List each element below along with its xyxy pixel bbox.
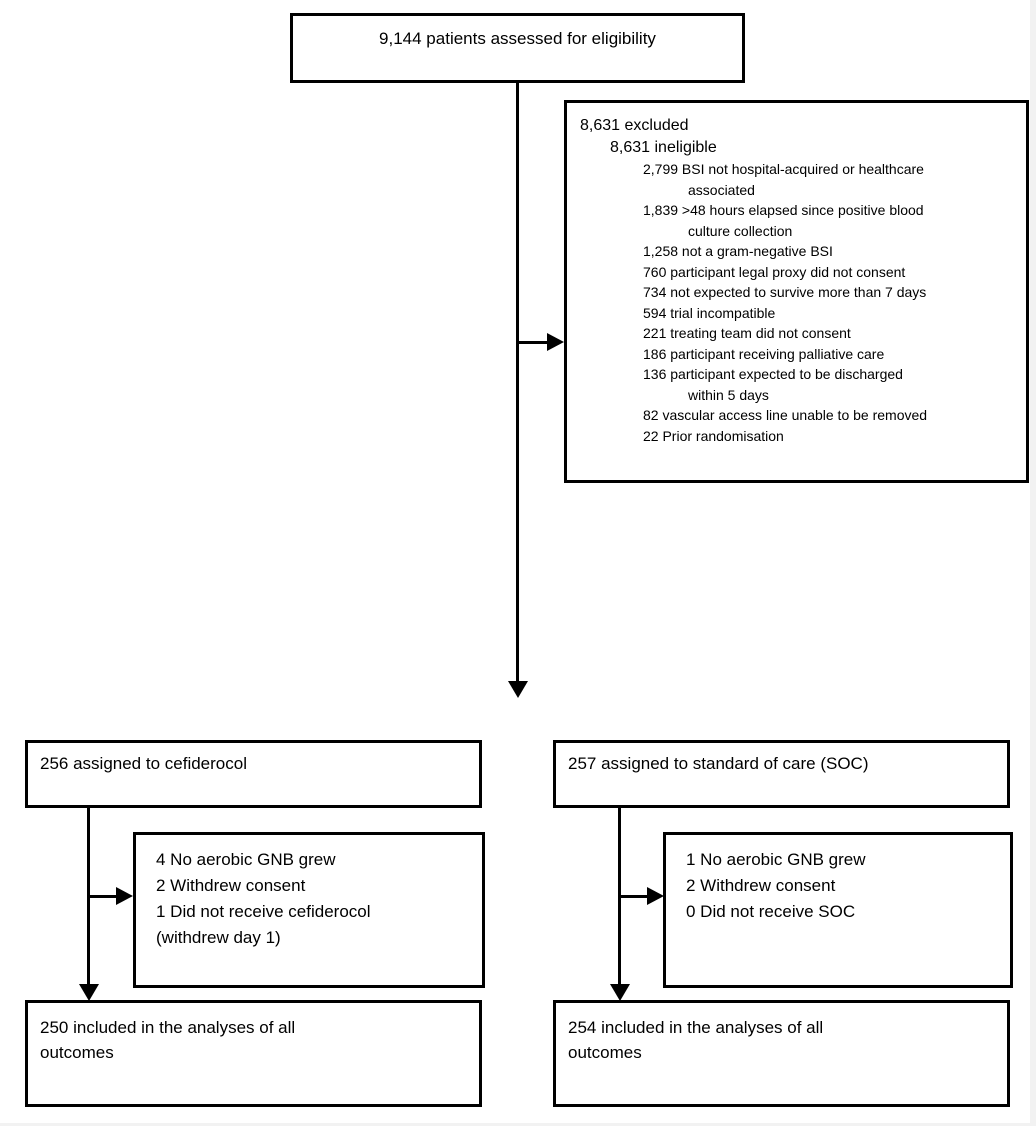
exclusion-reason-line: 1,258 not a gram-negative BSI bbox=[643, 243, 833, 259]
main-flow-line bbox=[516, 83, 519, 683]
outcome-text-line: 254 included in the analyses of all bbox=[568, 1015, 995, 1040]
exclusion-reason-line: associated bbox=[688, 181, 755, 198]
cefiderocol-deviations-list: 4 No aerobic GNB grew 2 Withdrew consent 1… bbox=[156, 847, 474, 951]
outcome-text-line-line: outcomes bbox=[568, 1043, 642, 1062]
deviation-item-line: 1 Did not receive cefiderocol bbox=[156, 902, 371, 921]
exclusion-reason: 734 not expected to survive more than 7 … bbox=[580, 282, 1020, 303]
cefiderocol-flow-arrowhead-icon bbox=[79, 984, 99, 1001]
exclusion-reason: 594 trial incompatible bbox=[580, 303, 1020, 324]
excluded-branch-line bbox=[518, 341, 548, 344]
deviation-item: 0 Did not receive SOC bbox=[686, 899, 1002, 925]
outcome-text-line: outcomes bbox=[40, 1040, 467, 1065]
deviation-item: 1 Did not receive cefiderocol (withdrew d… bbox=[156, 899, 474, 951]
soc-deviation-arrowhead-icon bbox=[647, 887, 664, 905]
exclusion-reason-line: within 5 days bbox=[688, 386, 769, 403]
exclusion-reason-line: 734 not expected to survive more than 7 … bbox=[643, 284, 927, 300]
outcome-text-line-line: 250 included in the analyses of all bbox=[40, 1018, 296, 1037]
eligibility-text: 9,144 patients assessed for eligibility bbox=[379, 29, 656, 48]
exclusion-reason: 136 participant expected to be discharge… bbox=[580, 364, 1020, 405]
soc-flow-line bbox=[618, 808, 621, 985]
deviation-item: 1 No aerobic GNB grew bbox=[686, 847, 1002, 873]
exclusion-reason-line: 221 treating team did not consent bbox=[643, 325, 851, 341]
soc-deviations-list: 1 No aerobic GNB grew 2 Withdrew consent 0… bbox=[686, 847, 1002, 925]
exclusion-reason-line: 2,799 BSI not hospital-acquired or healt… bbox=[643, 161, 924, 177]
page-bottom-edge bbox=[0, 1123, 1030, 1126]
exclusion-reason: 82 vascular access line unable to be rem… bbox=[580, 405, 1020, 426]
excluded-title: 8,631 excluded bbox=[580, 117, 689, 134]
deviation-item: 4 No aerobic GNB grew bbox=[156, 847, 474, 873]
exclusion-reason-line: 22 Prior randomisation bbox=[643, 427, 784, 444]
deviation-item-line: 2 Withdrew consent bbox=[156, 876, 306, 895]
soc-deviations-box: 1 No aerobic GNB grew 2 Withdrew consent 0… bbox=[663, 832, 1013, 988]
eligibility-box: 9,144 patients assessed for eligibility bbox=[290, 13, 745, 83]
soc-deviation-branch-line bbox=[620, 895, 648, 898]
outcome-text-line-line: 254 included in the analyses of all bbox=[568, 1018, 824, 1037]
cefiderocol-assigned-box: 256 assigned to cefiderocol bbox=[25, 740, 482, 808]
deviation-item-line: 1 No aerobic GNB grew bbox=[686, 850, 866, 869]
exclusion-reason-line: 1,839 >48 hours elapsed since positive b… bbox=[643, 202, 924, 218]
exclusion-reason: 760 participant legal proxy did not cons… bbox=[580, 262, 1020, 283]
exclusion-reason: 22 Prior randomisation bbox=[580, 426, 1020, 447]
exclusion-reason: 1,258 not a gram-negative BSI bbox=[580, 241, 1020, 262]
deviation-item: 2 Withdrew consent bbox=[156, 873, 474, 899]
exclusion-reason: 1,839 >48 hours elapsed since positive b… bbox=[580, 200, 1020, 241]
main-flow-arrowhead-icon bbox=[508, 681, 528, 698]
soc-outcome-box: 254 included in the analyses of all outco… bbox=[553, 1000, 1010, 1107]
cefiderocol-flow-line bbox=[87, 808, 90, 985]
exclusion-reason-line: culture collection bbox=[688, 222, 793, 239]
outcome-text-line-line: outcomes bbox=[40, 1043, 114, 1062]
outcome-text-line: 250 included in the analyses of all bbox=[40, 1015, 467, 1040]
cefiderocol-outcome-text: 250 included in the analyses of all outco… bbox=[40, 1015, 467, 1065]
excluded-subtitle: 8,631 ineligible bbox=[610, 139, 717, 156]
deviation-item: 2 Withdrew consent bbox=[686, 873, 1002, 899]
cefiderocol-deviation-arrowhead-icon bbox=[116, 887, 133, 905]
excluded-reasons-list: 2,799 BSI not hospital-acquired or healt… bbox=[580, 159, 1020, 446]
page-right-edge bbox=[1030, 0, 1036, 1126]
cefiderocol-outcome-box: 250 included in the analyses of all outco… bbox=[25, 1000, 482, 1107]
exclusion-reason-line: 594 trial incompatible bbox=[643, 304, 776, 321]
exclusion-reason: 186 participant receiving palliative car… bbox=[580, 344, 1020, 365]
cefiderocol-deviations-box: 4 No aerobic GNB grew 2 Withdrew consent 1… bbox=[133, 832, 485, 988]
cefiderocol-assigned-text: 256 assigned to cefiderocol bbox=[40, 754, 247, 773]
deviation-item-line: 4 No aerobic GNB grew bbox=[156, 850, 336, 869]
exclusion-reason: 2,799 BSI not hospital-acquired or healt… bbox=[580, 159, 1020, 200]
soc-assigned-text: 257 assigned to standard of care (SOC) bbox=[568, 754, 869, 773]
exclusion-reason-line: 136 participant expected to be discharge… bbox=[643, 366, 903, 382]
cefiderocol-deviation-branch-line bbox=[89, 895, 117, 898]
excluded-branch-arrowhead-icon bbox=[547, 333, 564, 351]
soc-flow-arrowhead-icon bbox=[610, 984, 630, 1001]
exclusion-reason-line: 760 participant legal proxy did not cons… bbox=[643, 263, 906, 280]
deviation-item-line: (withdrew day 1) bbox=[156, 928, 281, 947]
exclusion-reason-line: 186 participant receiving palliative car… bbox=[643, 345, 885, 362]
soc-assigned-box: 257 assigned to standard of care (SOC) bbox=[553, 740, 1010, 808]
exclusion-reason-line: 82 vascular access line unable to be rem… bbox=[643, 407, 928, 423]
deviation-item-line: 0 Did not receive SOC bbox=[686, 902, 856, 921]
excluded-box: 8,631 excluded 8,631 ineligible 2,799 BS… bbox=[564, 100, 1029, 483]
soc-outcome-text: 254 included in the analyses of all outco… bbox=[568, 1015, 995, 1065]
exclusion-reason: 221 treating team did not consent bbox=[580, 323, 1020, 344]
deviation-item-line: 2 Withdrew consent bbox=[686, 876, 836, 895]
outcome-text-line: outcomes bbox=[568, 1040, 995, 1065]
